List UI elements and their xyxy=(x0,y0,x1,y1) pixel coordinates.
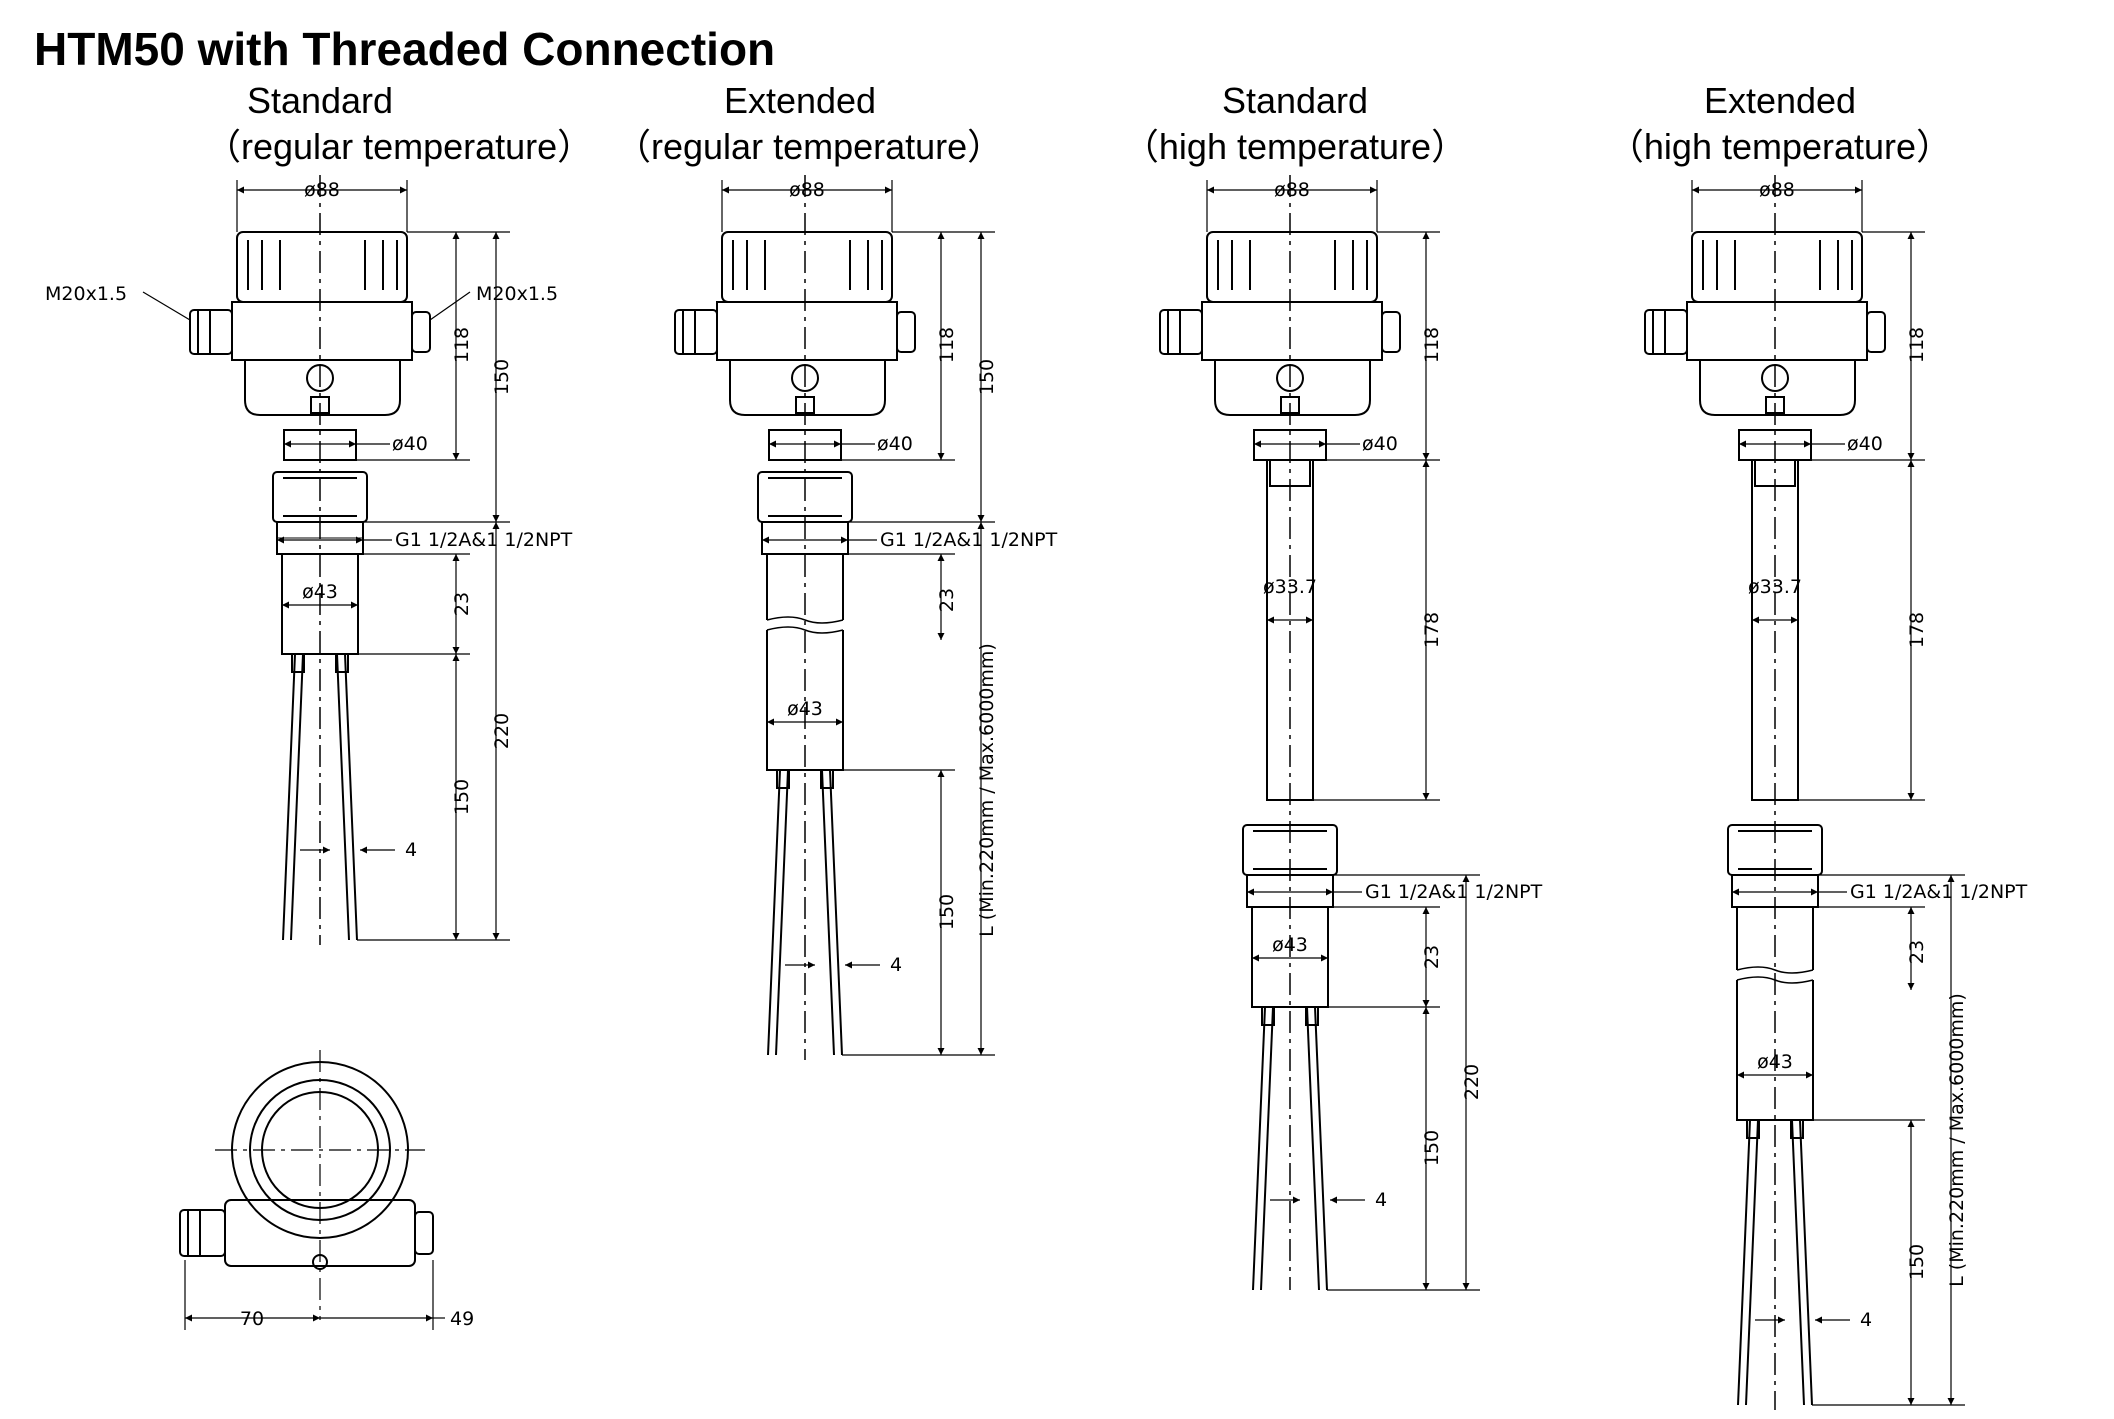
v1-body-dia: ø43 xyxy=(302,581,338,603)
v3-tube-dia: ø33.7 xyxy=(1263,576,1317,598)
v1-d150-fork: 150 xyxy=(451,779,473,815)
v1-d23: 23 xyxy=(451,592,473,616)
variant-2-temp: （regular temperature） xyxy=(615,126,1004,167)
top-width-49: 49 xyxy=(450,1308,474,1330)
variant-2-drawing xyxy=(674,175,916,1060)
v1-d118: 118 xyxy=(451,327,473,363)
top-width-70: 70 xyxy=(240,1308,264,1330)
v1-housing-dia: ø88 xyxy=(304,179,340,201)
v1-thread-label: G1 1/2A&1 1/2NPT xyxy=(395,529,573,551)
v3-housing-dia: ø88 xyxy=(1274,179,1310,201)
v4-d150-fork: 150 xyxy=(1906,1244,1928,1280)
v3-d220: 220 xyxy=(1461,1064,1483,1100)
v3-d178: 178 xyxy=(1421,612,1443,648)
v4-body-dia: ø43 xyxy=(1757,1051,1793,1073)
v1-d150: 150 xyxy=(491,359,513,395)
housing-body xyxy=(231,301,413,361)
top-view xyxy=(179,1050,434,1320)
variant-4-drawing xyxy=(1644,175,1886,1410)
v3-d23: 23 xyxy=(1421,945,1443,969)
v2-d150-fork: 150 xyxy=(936,894,958,930)
v2-d23: 23 xyxy=(936,588,958,612)
v2-fork-width: 4 xyxy=(890,954,902,976)
housing-lower xyxy=(244,360,401,416)
v1-d220: 220 xyxy=(491,713,513,749)
v3-d150-fork: 150 xyxy=(1421,1130,1443,1166)
v3-thread-label: G1 1/2A&1 1/2NPT xyxy=(1365,881,1543,903)
fork-tine-left xyxy=(282,653,304,941)
v3-fork-width: 4 xyxy=(1375,1189,1387,1211)
fork-tine-right xyxy=(336,653,358,941)
variant-2-name: Extended xyxy=(723,80,877,121)
v3-neck-dia: ø40 xyxy=(1362,433,1398,455)
v2-housing-dia: ø88 xyxy=(789,179,825,201)
cable-gland-right xyxy=(411,311,431,353)
v4-thread-label: G1 1/2A&1 1/2NPT xyxy=(1850,881,2028,903)
v1-fork-width: 4 xyxy=(405,839,417,861)
page-title: HTM50 with Threaded Connection xyxy=(34,23,776,75)
extension-tube xyxy=(1266,459,1314,801)
v4-d178: 178 xyxy=(1906,612,1928,648)
v1-neck-dia: ø40 xyxy=(392,433,428,455)
v2-body-dia: ø43 xyxy=(787,698,823,720)
v3-d118: 118 xyxy=(1421,327,1443,363)
v2-thread-label: G1 1/2A&1 1/2NPT xyxy=(880,529,1058,551)
variant-4-label: Extended （high temperature） xyxy=(1605,78,1955,170)
v4-d23: 23 xyxy=(1906,940,1928,964)
v2-d118: 118 xyxy=(936,327,958,363)
variant-3-label: Standard （high temperature） xyxy=(1120,78,1470,170)
variant-1-name: Standard xyxy=(246,80,394,121)
variant-4-name: Extended xyxy=(1703,80,1857,121)
v4-tube-dia: ø33.7 xyxy=(1748,576,1802,598)
v2-d150: 150 xyxy=(976,359,998,395)
v1-gland-right-label: M20x1.5 xyxy=(476,283,558,305)
v1-gland-left-label: M20x1.5 xyxy=(45,283,127,305)
variant-4-temp: （high temperature） xyxy=(1607,126,1953,167)
variant-3-drawing xyxy=(1159,175,1401,1291)
v4-fork-width: 4 xyxy=(1860,1309,1872,1331)
variant-2-label: Extended （regular temperature） xyxy=(615,78,1004,170)
v4-length-range: L (Min.220mm / Max.6000mm) xyxy=(1946,993,1968,1287)
v3-body-dia: ø43 xyxy=(1272,934,1308,956)
v4-housing-dia: ø88 xyxy=(1759,179,1795,201)
top-view-gland xyxy=(179,1209,226,1257)
v2-length-range: L (Min.220mm / Max.6000mm) xyxy=(976,643,998,937)
variant-3-temp: （high temperature） xyxy=(1122,126,1468,167)
variant-3-name: Standard xyxy=(1221,80,1369,121)
v4-neck-dia: ø40 xyxy=(1847,433,1883,455)
v2-neck-dia: ø40 xyxy=(877,433,913,455)
variant-1-drawing xyxy=(189,175,431,945)
v4-d118: 118 xyxy=(1906,327,1928,363)
